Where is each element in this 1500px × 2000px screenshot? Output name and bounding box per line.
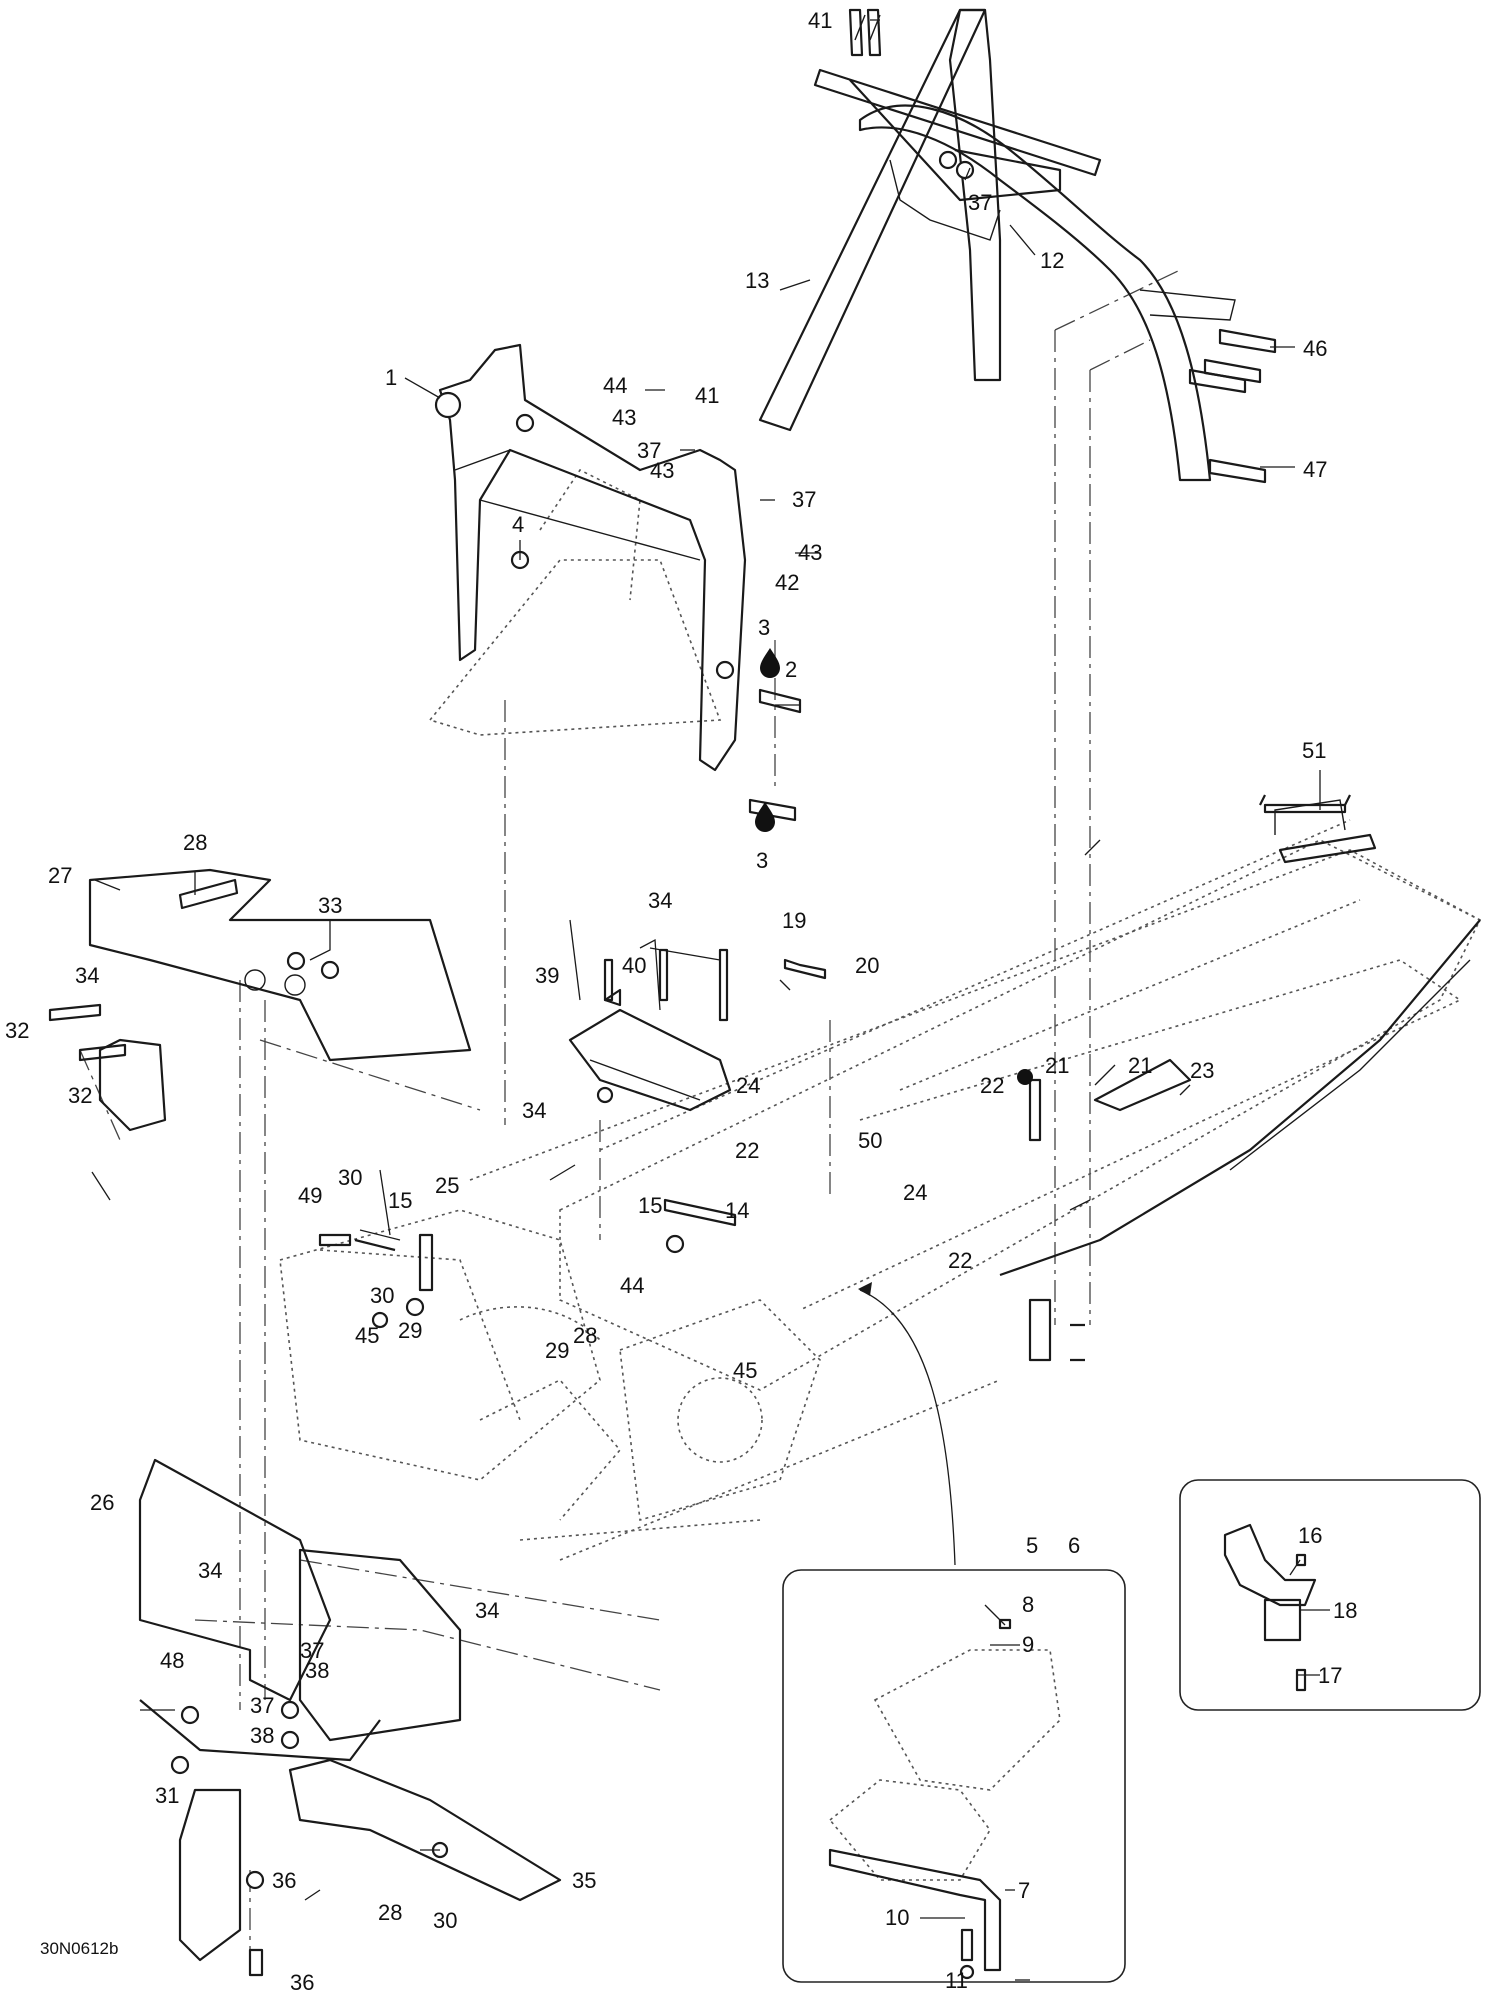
- callout-21: 21: [1128, 1053, 1152, 1078]
- callout-24: 24: [736, 1073, 760, 1098]
- callout-32: 32: [68, 1083, 92, 1108]
- inset-footrest: [782, 1569, 1126, 1983]
- engine-cradle: [279, 1209, 1001, 1561]
- lubricant-dot-icon: [1017, 1069, 1033, 1085]
- callout-15: 15: [638, 1193, 662, 1218]
- callout-30: 30: [370, 1283, 394, 1308]
- callout-17: 17: [1318, 1663, 1342, 1688]
- adhesive-drop-icon: [760, 648, 780, 678]
- callout-28: 28: [183, 830, 207, 855]
- callout-34: 34: [648, 888, 672, 913]
- callout-21: 21: [1045, 1053, 1069, 1078]
- callout-9: 9: [1022, 1632, 1034, 1657]
- callout-41: 41: [808, 8, 832, 33]
- callout-30: 30: [338, 1165, 362, 1190]
- callout-37: 37: [300, 1638, 324, 1663]
- brackets: [286, 413, 1351, 1362]
- callout-29: 29: [545, 1338, 569, 1363]
- callout-37: 37: [968, 190, 992, 215]
- callout-29: 29: [398, 1318, 422, 1343]
- leader-lines: [91, 19, 1330, 1981]
- callout-14: 14: [725, 1198, 749, 1223]
- callout-25: 25: [435, 1173, 459, 1198]
- callout-24: 24: [903, 1180, 927, 1205]
- callout-27: 27: [48, 863, 72, 888]
- drawing-reference-code: 30N0612b: [40, 1939, 118, 1958]
- callout-22: 22: [948, 1248, 972, 1273]
- callout-50: 50: [858, 1128, 882, 1153]
- callout-30: 30: [433, 1908, 457, 1933]
- callout-39: 39: [535, 963, 559, 988]
- callout-22: 22: [735, 1138, 759, 1163]
- callout-5: 5: [1026, 1533, 1038, 1558]
- callout-45: 45: [733, 1358, 757, 1383]
- callout-37: 37: [250, 1693, 274, 1718]
- callout-37: 37: [792, 487, 816, 512]
- steering-support: [568, 948, 732, 1112]
- callout-33: 33: [318, 893, 342, 918]
- callout-34: 34: [198, 1558, 222, 1583]
- callout-2: 2: [785, 657, 797, 682]
- callout-16: 16: [1298, 1523, 1322, 1548]
- callout-36: 36: [272, 1868, 296, 1893]
- callout-8: 8: [1022, 1592, 1034, 1617]
- callout-49: 49: [298, 1183, 322, 1208]
- callout-36: 36: [290, 1970, 314, 1995]
- callout-38: 38: [305, 1658, 329, 1683]
- callout-45: 45: [355, 1323, 379, 1348]
- callout-4: 4: [512, 512, 524, 537]
- callout-41: 41: [695, 383, 719, 408]
- callout-44: 44: [603, 373, 627, 398]
- callout-3: 3: [756, 848, 768, 873]
- callout-35: 35: [572, 1868, 596, 1893]
- callout-labels: 1 2 3 3 4 5 6 7 8 9 10 11 12 13 14 15 15…: [5, 8, 1357, 1995]
- callout-1: 1: [385, 365, 397, 390]
- callout-10: 10: [885, 1905, 909, 1930]
- inset-bracket: [1179, 1479, 1481, 1711]
- callout-38: 38: [250, 1723, 274, 1748]
- front-bumper: [48, 868, 472, 1132]
- callout-19: 19: [782, 908, 806, 933]
- lower-panels: [138, 1458, 562, 1977]
- callout-3: 3: [758, 615, 770, 640]
- callout-44: 44: [620, 1273, 644, 1298]
- upper-rear-frame: [758, 8, 1277, 484]
- callout-12: 12: [1040, 248, 1064, 273]
- callout-43: 43: [798, 540, 822, 565]
- callout-11: 11: [945, 1968, 968, 1993]
- callout-34: 34: [522, 1098, 546, 1123]
- service-symbols: [755, 648, 1033, 1085]
- callout-20: 20: [855, 953, 879, 978]
- front-frame: [428, 343, 802, 822]
- callout-26: 26: [90, 1490, 114, 1515]
- callout-46: 46: [1303, 336, 1327, 361]
- callout-47: 47: [1303, 457, 1327, 482]
- callout-40: 40: [622, 953, 646, 978]
- callout-34: 34: [475, 1598, 499, 1623]
- callout-51: 51: [1302, 738, 1326, 763]
- callout-28: 28: [573, 1323, 597, 1348]
- callout-18: 18: [1333, 1598, 1357, 1623]
- callout-22: 22: [980, 1073, 1004, 1098]
- callout-23: 23: [1190, 1058, 1214, 1083]
- inset-arrow: [858, 1282, 956, 1566]
- callout-32: 32: [5, 1018, 29, 1043]
- tunnel-frame: [469, 799, 1482, 1391]
- callout-28: 28: [378, 1900, 402, 1925]
- callout-15: 15: [388, 1188, 412, 1213]
- callout-48: 48: [160, 1648, 184, 1673]
- callout-42: 42: [775, 570, 799, 595]
- callout-6: 6: [1068, 1533, 1080, 1558]
- callout-34: 34: [75, 963, 99, 988]
- callout-7: 7: [1018, 1878, 1030, 1903]
- callout-31: 31: [155, 1783, 179, 1808]
- callout-43: 43: [612, 405, 636, 430]
- callout-37: 37: [637, 438, 661, 463]
- callout-43: 43: [650, 458, 674, 483]
- callout-13: 13: [745, 268, 769, 293]
- adhesive-drop-icon: [755, 802, 775, 832]
